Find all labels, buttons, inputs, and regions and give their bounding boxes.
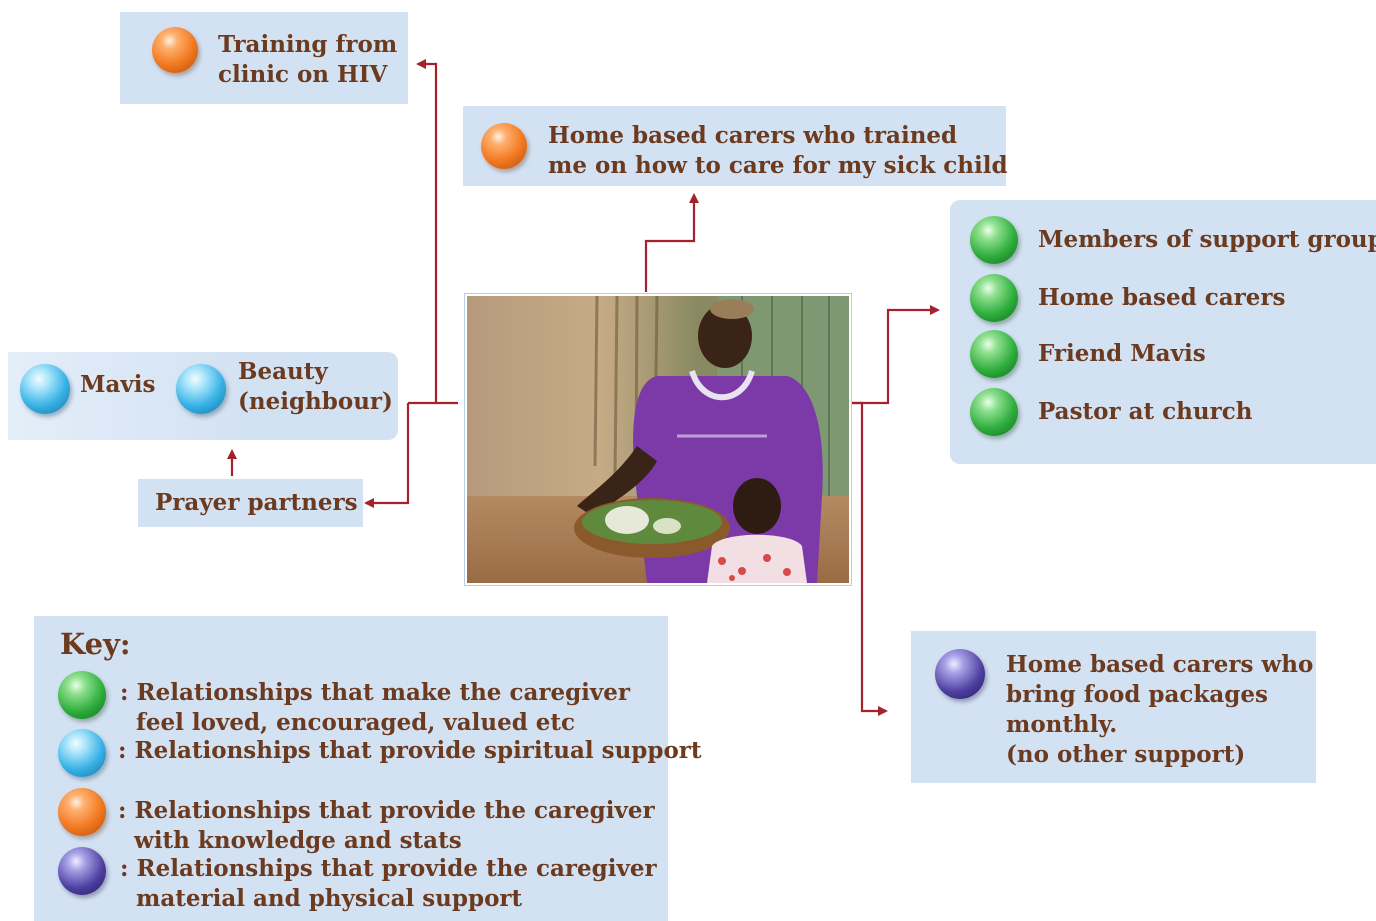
spiritual-item-mavis: Mavis [80, 371, 156, 398]
key-item-blue: : Relationships that provide spiritual s… [118, 737, 702, 764]
key-green-line-1: : Relationships that make the caregiver [120, 679, 631, 706]
blue-ball-icon [176, 364, 226, 414]
support-item-1: Members of support group [1038, 226, 1376, 253]
green-ball-icon [58, 671, 106, 719]
support-item-4: Pastor at church [1038, 398, 1253, 425]
key-title: Key: [60, 627, 131, 661]
support-item-3: Friend Mavis [1038, 340, 1206, 367]
orange-ball-icon [58, 788, 106, 836]
training-box: Training from clinic on HIV [120, 12, 408, 104]
prayer-partners-box: Prayer partners [138, 479, 363, 527]
purple-ball-icon [935, 649, 985, 699]
key-item-orange: : Relationships that provide the caregiv… [118, 796, 655, 856]
caregiver-photo-frame [464, 293, 852, 586]
prayer-partners-label: Prayer partners [155, 489, 358, 516]
arrow-to-home-carers-trained [644, 193, 699, 292]
support-list-box: Members of support group Home based care… [950, 200, 1376, 464]
support-item-2: Home based carers [1038, 284, 1286, 311]
key-item-green: : Relationships that make the caregiver … [120, 678, 630, 738]
food-packages-box: Home based carers who bring food package… [911, 631, 1316, 783]
arrow-to-training [416, 59, 458, 405]
food-line-2: bring food packages [1006, 681, 1268, 708]
arrow-to-prayer-partners [364, 403, 410, 508]
key-purple-line-1: : Relationships that provide the caregiv… [120, 855, 657, 882]
orange-ball-icon [481, 123, 527, 169]
purple-ball-icon [58, 847, 106, 895]
training-line-2: clinic on HIV [218, 61, 388, 88]
food-packages-text: Home based carers who bring food package… [1006, 650, 1313, 770]
home-carers-trained-text: Home based carers who trained me on how … [548, 121, 1008, 181]
key-purple-line-2: material and physical support [120, 885, 523, 912]
training-text: Training from clinic on HIV [218, 30, 397, 90]
spiritual-box: Mavis Beauty (neighbour) [8, 352, 398, 440]
home-carers-trained-box: Home based carers who trained me on how … [463, 106, 1008, 186]
training-line-1: Training from [218, 31, 398, 58]
key-green-line-2: feel loved, encouraged, valued etc [120, 709, 576, 736]
home-carers-trained-line-1: Home based carers who trained [548, 122, 958, 149]
beauty-line-2: (neighbour) [238, 388, 393, 415]
key-item-purple: : Relationships that provide the caregiv… [120, 854, 657, 914]
home-carers-trained-line-2: me on how to care for my sick child [548, 152, 1008, 179]
key-orange-line-2: with knowledge and stats [118, 827, 462, 854]
green-ball-icon [970, 274, 1018, 322]
arrow-to-food-packages [852, 401, 888, 716]
beauty-line-1: Beauty [238, 358, 328, 385]
orange-ball-icon [152, 27, 198, 73]
green-ball-icon [970, 330, 1018, 378]
blue-ball-icon [58, 729, 106, 777]
green-ball-icon [970, 216, 1018, 264]
key-orange-line-1: : Relationships that provide the caregiv… [118, 797, 655, 824]
food-line-1: Home based carers who [1006, 651, 1314, 678]
food-line-3: monthly. [1006, 711, 1118, 738]
food-line-4: (no other support) [1006, 741, 1246, 768]
blue-ball-icon [20, 364, 70, 414]
key-box: Key: : Relationships that make the careg… [34, 616, 702, 921]
caregiver-with-child-photo [467, 296, 849, 583]
arrow-to-support-list [852, 305, 940, 405]
green-ball-icon [970, 388, 1018, 436]
spiritual-item-beauty: Beauty (neighbour) [238, 357, 393, 417]
